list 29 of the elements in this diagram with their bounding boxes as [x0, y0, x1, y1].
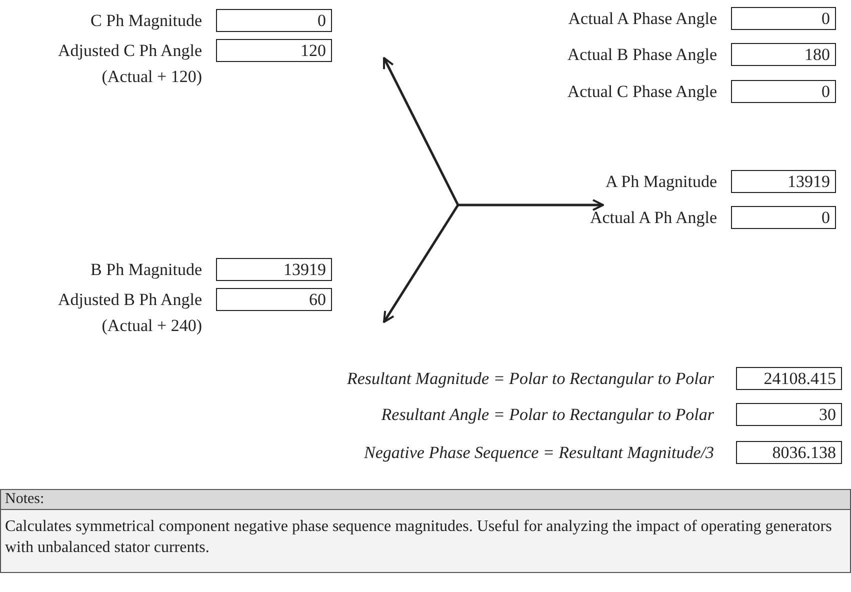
- value-field: 8036.138: [736, 441, 842, 464]
- field-label: Actual A Ph Angle: [590, 207, 717, 228]
- value-field: 60: [216, 288, 332, 311]
- field-label: Adjusted B Ph Angle: [58, 289, 202, 310]
- field-label: Resultant Magnitude = Polar to Rectangular to Polar: [346, 368, 714, 389]
- notes-heading: Notes:: [1, 490, 850, 510]
- value-field: 30: [736, 403, 842, 426]
- value-field: 120: [216, 39, 332, 62]
- field-note: (Actual + 240): [102, 315, 202, 336]
- value-field: 24108.415: [736, 367, 842, 390]
- field-label: Actual B Phase Angle: [567, 44, 717, 65]
- value-field: 0: [216, 9, 332, 32]
- field-label: A Ph Magnitude: [606, 171, 717, 192]
- field-label: Actual C Phase Angle: [567, 81, 717, 102]
- value-field: 13919: [731, 170, 836, 193]
- field-label: Adjusted C Ph Angle: [58, 40, 202, 61]
- field-label: Resultant Angle = Polar to Rectangular to Polar: [381, 404, 714, 425]
- value-field: 0: [731, 7, 836, 30]
- field-label: Actual A Phase Angle: [568, 8, 717, 29]
- value-field: 180: [731, 43, 836, 66]
- value-field: 13919: [216, 258, 332, 281]
- notes-panel: [0, 489, 851, 573]
- value-field: 0: [731, 80, 836, 103]
- notes-text: Calculates symmetrical component negative phase sequence magnitudes. Useful for analyzing the impact of operating generators with unbalanced stator currents.: [4, 517, 833, 558]
- field-note: (Actual + 120): [102, 66, 202, 87]
- value-field: 0: [731, 206, 836, 229]
- field-label: C Ph Magnitude: [90, 10, 202, 31]
- field-label: Negative Phase Sequence = Resultant Magnitude/3: [364, 442, 714, 463]
- field-label: B Ph Magnitude: [90, 259, 202, 280]
